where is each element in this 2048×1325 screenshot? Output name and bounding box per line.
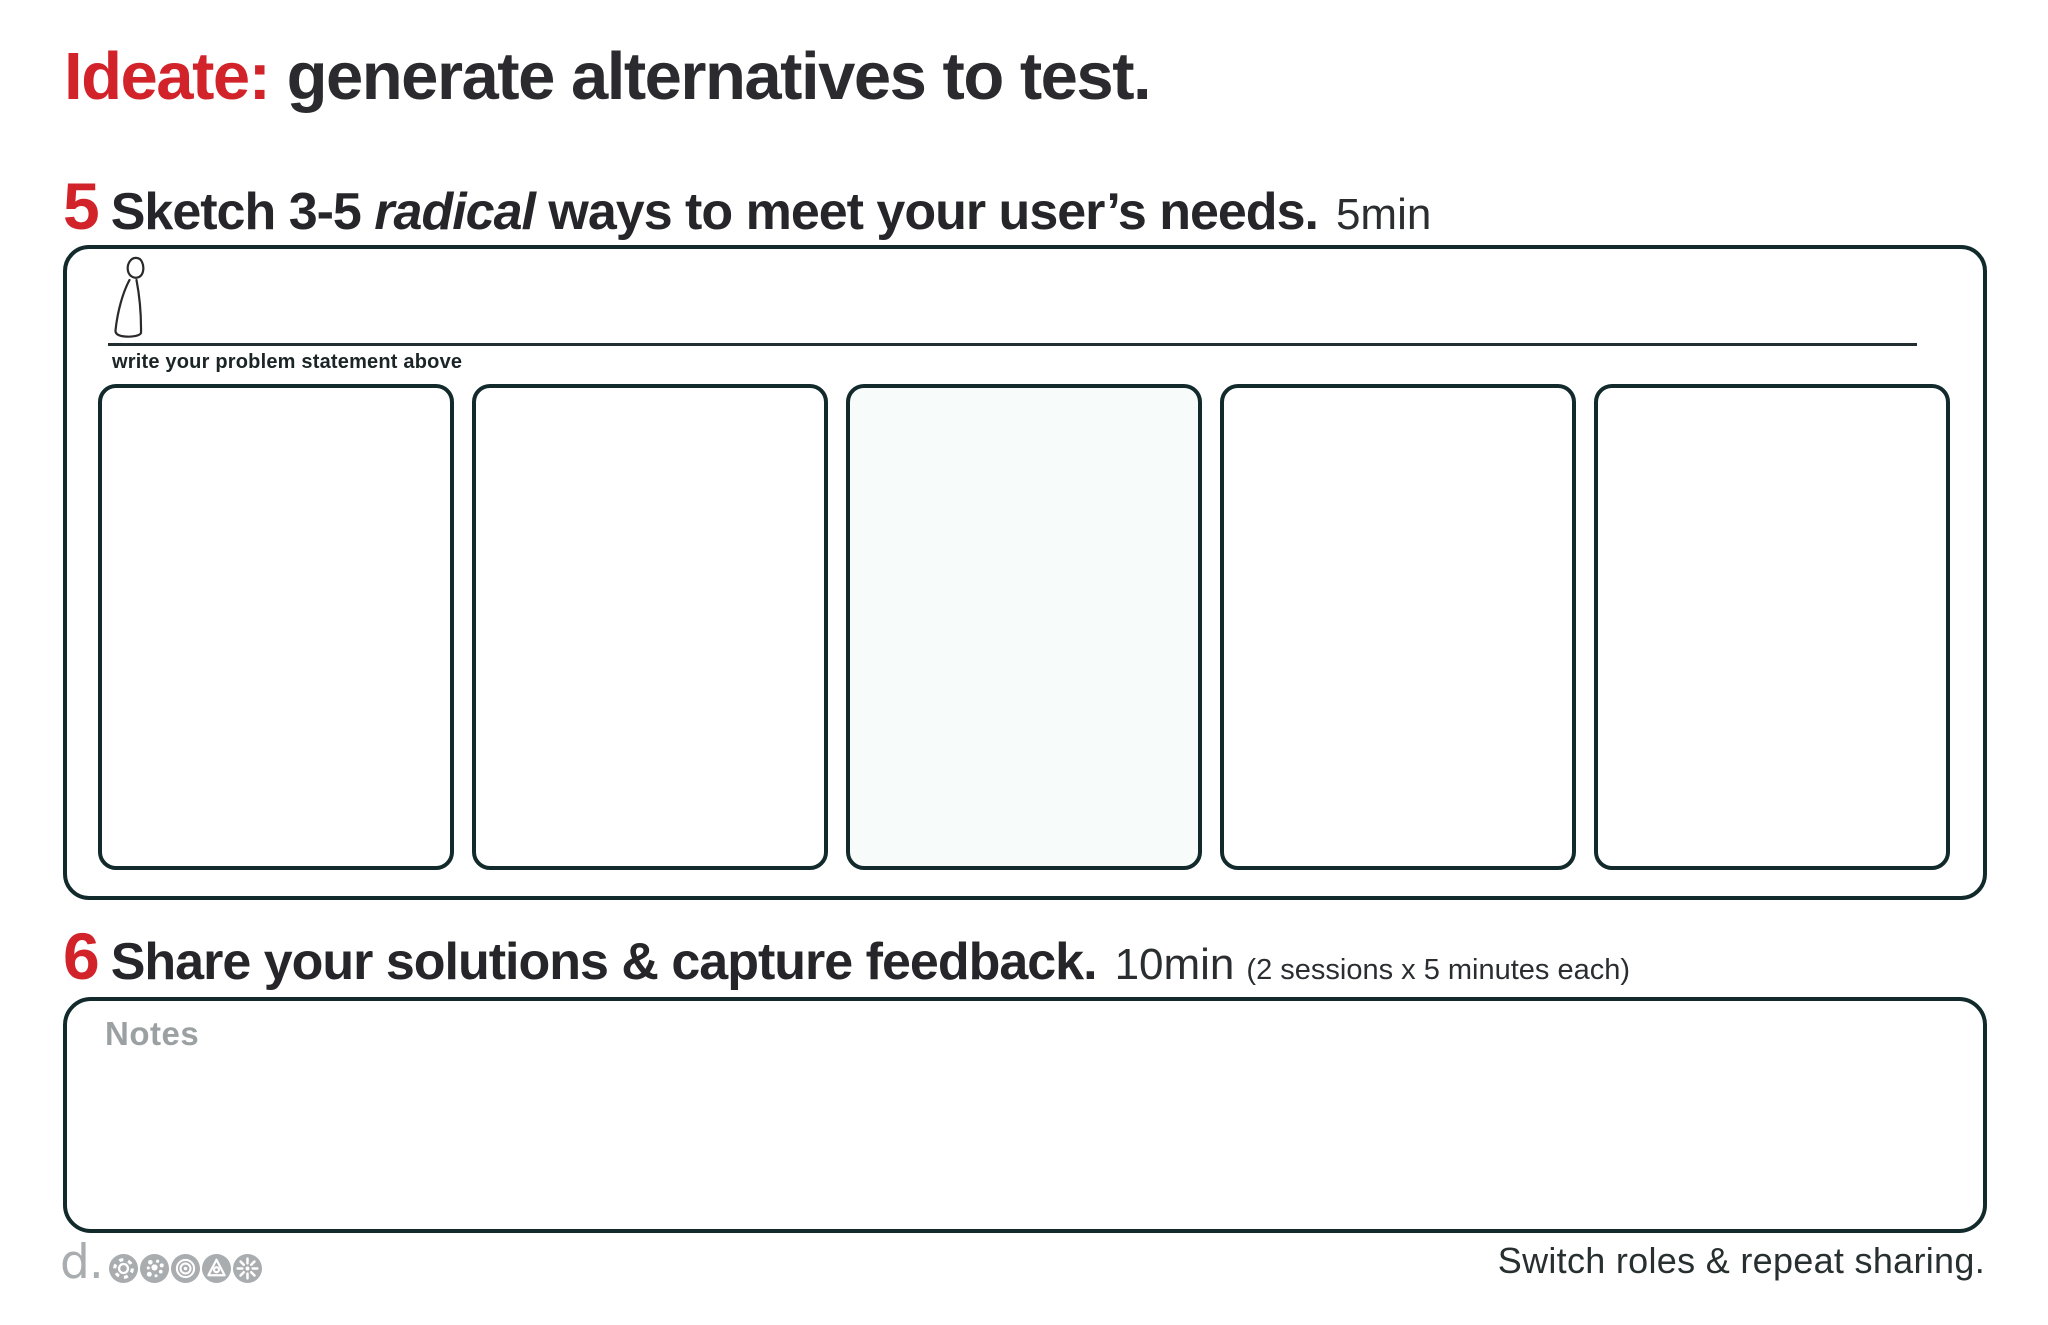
notes-label: Notes <box>105 1015 200 1052</box>
step5-heading: 5 Sketch 3-5 radical ways to meet your u… <box>63 168 1431 244</box>
trefoil-icon <box>201 1253 231 1283</box>
page-title-rest: generate alternatives to test. <box>269 39 1152 114</box>
problem-statement-caption: write your problem statement above <box>112 351 463 373</box>
sketch-box-5[interactable] <box>1594 384 1950 870</box>
sketch-box-2[interactable] <box>472 384 828 870</box>
burst-icon <box>232 1253 262 1283</box>
dschool-logo-text: d. <box>60 1235 104 1290</box>
sketch-frame: write your problem statement above <box>63 245 1987 900</box>
page-title: Ideate: generate alternatives to test. <box>64 38 1152 115</box>
sketch-box-3[interactable] <box>846 384 1202 870</box>
notes-area[interactable]: Notes <box>63 997 1987 1233</box>
footer-instruction: Switch roles & repeat sharing. <box>1497 1240 1985 1281</box>
sketch-box-1[interactable] <box>98 384 454 870</box>
step5-title: Sketch 3-5 radical ways to meet your use… <box>110 183 1319 241</box>
step6-heading: 6 Share your solutions & capture feedbac… <box>63 918 1630 994</box>
dots-icon <box>139 1253 169 1283</box>
step5-title-emphasis: radical <box>374 183 536 241</box>
page-title-accent: Ideate: <box>64 39 271 114</box>
step6-duration-note: (2 sessions x 5 minutes each) <box>1246 954 1631 986</box>
sketch-box-4[interactable] <box>1220 384 1576 870</box>
dschool-logo: d. <box>60 1235 262 1290</box>
step5-number: 5 <box>63 169 100 243</box>
gear-icon <box>108 1253 138 1283</box>
step6-duration: 10min <box>1114 940 1235 989</box>
stick-figure-doodle <box>114 256 145 338</box>
rings-icon <box>170 1253 200 1283</box>
problem-statement-line[interactable] <box>108 343 1917 346</box>
step6-title: Share your solutions & capture feedback. <box>110 933 1098 991</box>
step6-number: 6 <box>63 919 100 993</box>
step5-duration: 5min <box>1335 190 1432 239</box>
